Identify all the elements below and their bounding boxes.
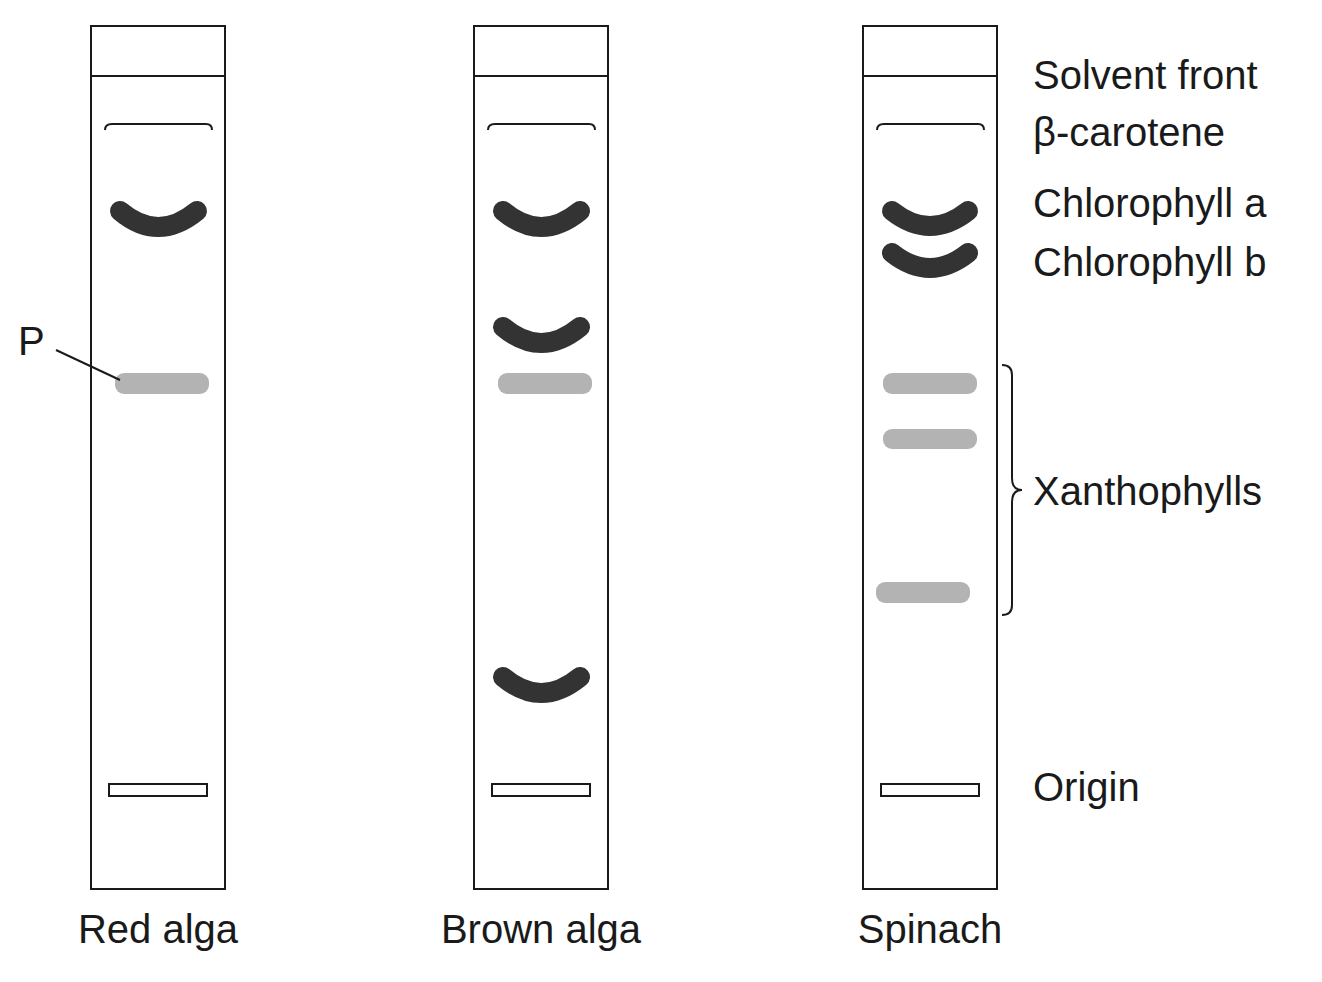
solvent-front-line bbox=[862, 75, 998, 77]
carotene-bracket bbox=[488, 124, 595, 130]
pigment-label: Chlorophyll a bbox=[1033, 180, 1266, 226]
spinach-strip-art bbox=[862, 76, 998, 796]
pigment-label: β-carotene bbox=[1033, 109, 1225, 155]
pigment-band bbox=[503, 677, 580, 693]
solvent-front-line bbox=[473, 75, 609, 77]
pigment-label: Chlorophyll b bbox=[1033, 239, 1266, 285]
pigment-band bbox=[892, 211, 968, 226]
carotene-bracket bbox=[877, 124, 984, 130]
chromatography-strip: Brown alga bbox=[473, 25, 609, 890]
pigment-band bbox=[503, 327, 580, 343]
brown-strip-art bbox=[473, 76, 609, 796]
xanthophyll-band bbox=[883, 429, 977, 449]
chromatography-strip: Red alga bbox=[90, 25, 226, 890]
leader-line bbox=[56, 350, 120, 380]
carotene-bracket bbox=[105, 124, 212, 130]
xanthophyll-brace bbox=[1002, 365, 1022, 615]
pigment-label: Solvent front bbox=[1033, 52, 1258, 98]
pigment-label: Origin bbox=[1033, 764, 1140, 810]
xanthophyll-band bbox=[498, 373, 592, 394]
strip-label: Red alga bbox=[78, 906, 238, 952]
solvent-front-line bbox=[90, 75, 226, 77]
xanthophyll-band bbox=[115, 373, 209, 394]
xanthophyll-band bbox=[876, 582, 970, 603]
origin-mark bbox=[881, 784, 979, 796]
origin-mark bbox=[109, 784, 207, 796]
chromatography-strip: Spinach bbox=[862, 25, 998, 890]
pigment-band bbox=[892, 253, 968, 268]
pigment-band bbox=[120, 211, 197, 227]
red-strip-art bbox=[90, 76, 226, 796]
pigment-band bbox=[503, 211, 580, 227]
pigment-label: Xanthophylls bbox=[1033, 468, 1262, 514]
callout-letter: P bbox=[18, 318, 45, 364]
strip-label: Brown alga bbox=[441, 906, 641, 952]
origin-mark bbox=[492, 784, 590, 796]
xanthophyll-band bbox=[883, 373, 977, 394]
strip-label: Spinach bbox=[858, 906, 1003, 952]
